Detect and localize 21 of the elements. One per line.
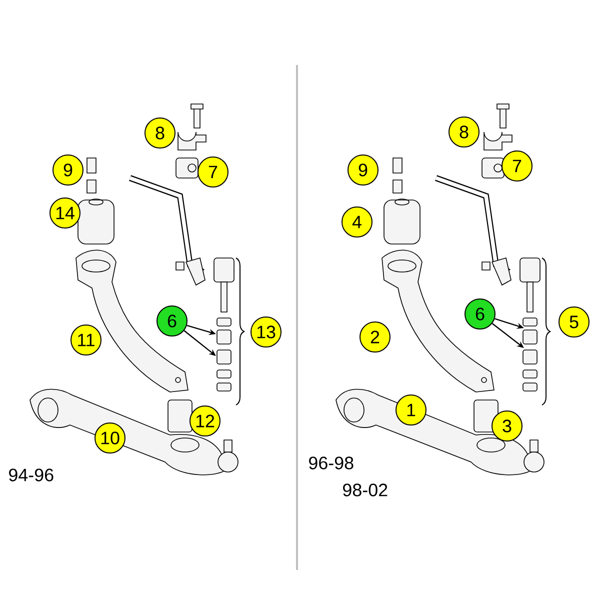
callout-number: 6 [156,306,188,336]
callout-number: 4 [342,206,372,238]
callout-number: 11 [70,324,102,356]
callout-number: 6 [464,298,496,330]
callout-number: 14 [50,198,80,228]
callout-number: 8 [144,118,176,148]
callout-number: 5 [558,306,590,338]
callout-number: 7 [198,156,228,188]
callout-number: 13 [250,316,282,348]
callout-number: 9 [348,154,378,186]
callout-number: 1 [396,394,426,426]
callout-number: 10 [94,422,126,454]
callout-number: 7 [502,150,532,182]
callout-number: 8 [448,116,480,148]
callout-number: 3 [492,410,522,442]
callout-number: 9 [52,154,84,186]
year-range: 96-98 [309,456,354,470]
callout-number: 2 [360,322,390,352]
year-range: 98-02 [343,484,388,496]
year-range: 94-96 [9,468,54,482]
callout-number: 12 [190,406,220,436]
